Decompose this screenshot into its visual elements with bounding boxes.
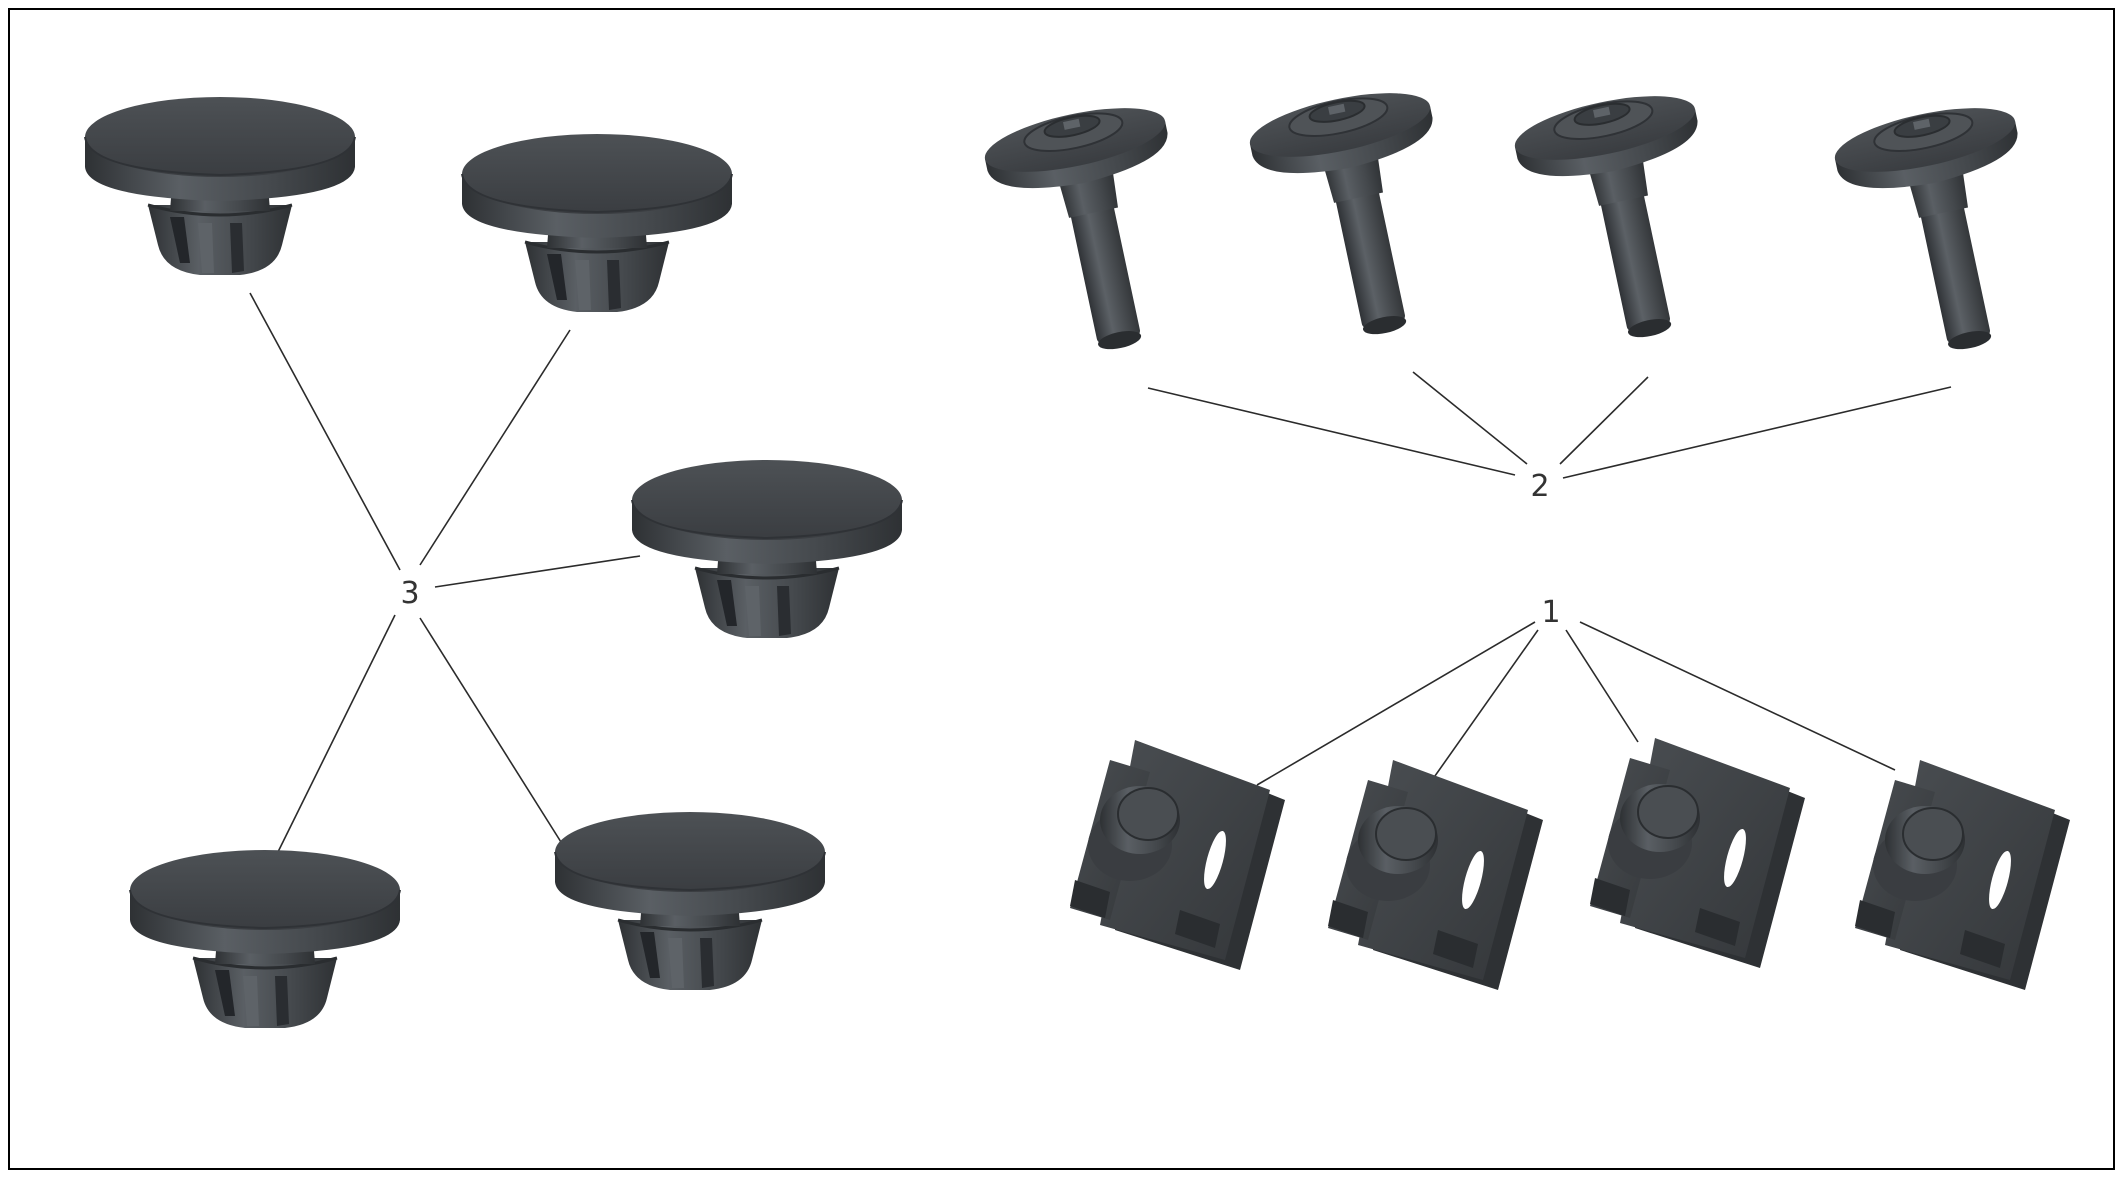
flange-screws (978, 79, 2061, 369)
u-nut-clip (1589, 737, 1806, 969)
flange-screw (978, 94, 1211, 369)
push-in-plug (553, 810, 827, 992)
u-nut-clips (1069, 737, 2071, 991)
push-in-plugs (83, 95, 904, 1030)
callout-label-2: 2 (1530, 469, 1549, 504)
u-nut-clip (1327, 759, 1544, 991)
callout-label-3: 3 (400, 576, 419, 611)
push-in-plug (630, 458, 904, 640)
leader-lines (249, 292, 1952, 859)
push-in-plug (128, 848, 402, 1030)
u-nut-clip (1854, 759, 2071, 991)
flange-screw (1828, 94, 2061, 369)
u-nut-clip (1069, 739, 1286, 971)
push-in-plug (460, 132, 734, 314)
flange-screw (1508, 82, 1741, 357)
flange-screw (1243, 79, 1476, 354)
callout-label-1: 1 (1541, 595, 1560, 630)
diagram-frame (8, 8, 2115, 1170)
push-in-plug (83, 95, 357, 277)
